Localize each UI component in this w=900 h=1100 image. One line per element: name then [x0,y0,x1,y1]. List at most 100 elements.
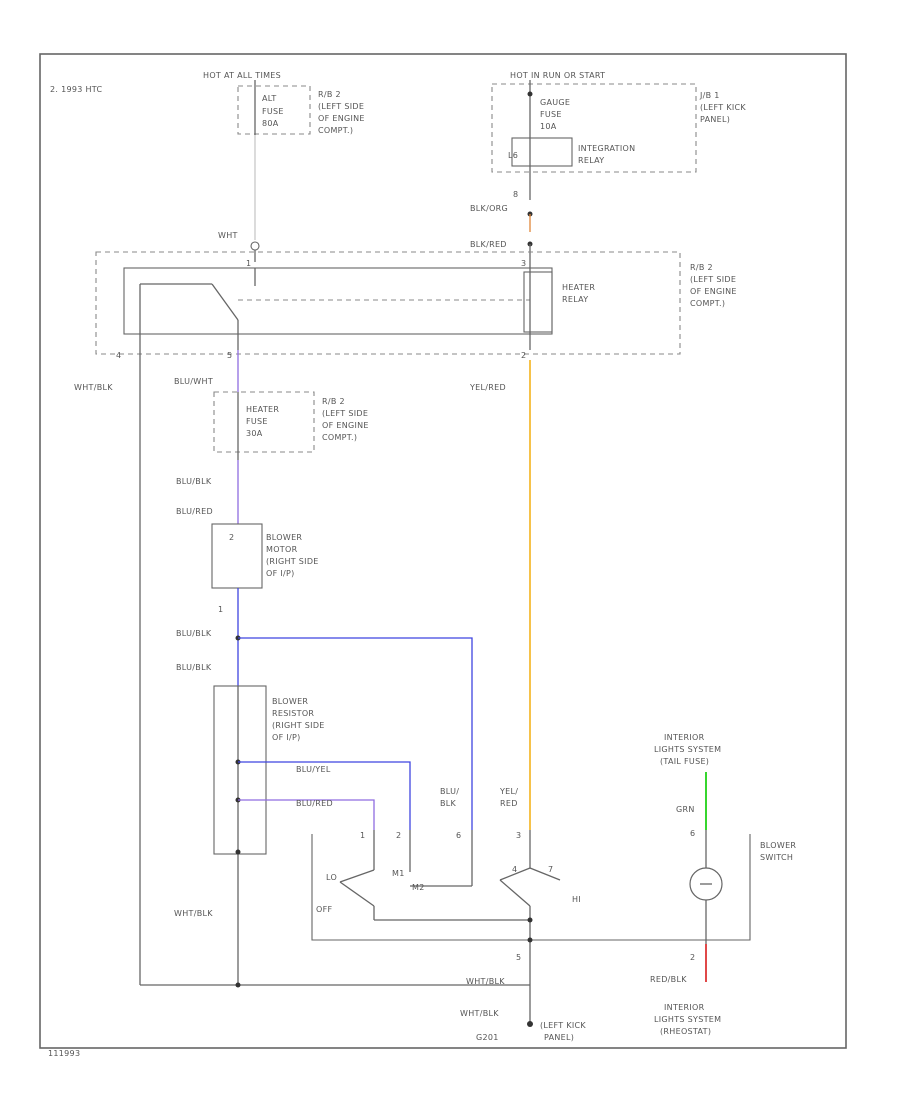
diagram-subtitle: 2. 1993 HTC [50,85,103,94]
ground-group: WHT/BLK WHT/BLK G201 (LEFT KICK PANEL) [460,977,586,1042]
relay-coil [523,271,553,333]
relay-pin-4: 4 [116,351,121,360]
blu-blk-label-3: BLU/BLK [176,663,212,672]
blower-switch-outline [311,834,751,941]
alt-fuse-location-3: OF ENGINE [318,114,365,123]
gauge-fuse-label-1: GAUGE [540,98,570,107]
wht-blk-label-right: WHT/BLK [466,977,505,986]
blower-motor-box [211,523,263,589]
blu-red-label-2: BLU/RED [296,799,333,808]
interior-bottom-label-2: LIGHTS SYSTEM [654,1015,721,1024]
blu-blk-label-2: BLU/BLK [176,629,212,638]
blu-red-label-1: BLU/RED [176,507,213,516]
switch-pos-m1: M1 [392,869,405,878]
heater-fuse-location-4: COMPT.) [322,433,357,442]
alt-fuse-label-2: FUSE [262,107,284,116]
gauge-fuse-group: HOT IN RUN OR START GAUGE FUSE 10A J/B 1… [470,71,746,268]
alt-fuse-label-3: 80A [262,119,279,128]
yel-red-wire-group: YEL/RED YEL/ RED BLU/ BLK [440,360,531,830]
grn-wire-label: GRN [676,805,695,814]
blk-red-label: BLK/RED [470,240,507,249]
diagram-code: 111993 [48,1049,80,1058]
ground-location-1: (LEFT KICK [540,1021,586,1030]
heater-relay-label-1: HEATER [562,283,595,292]
blower-switch-group: BLOWER SWITCH 1 2 6 3 LO M1 M2 OFF HI 4 … [311,830,796,985]
switch-pos-hi: HI [572,895,581,904]
relay-pin-1: 1 [246,259,251,268]
wht-blk-label-mid: WHT/BLK [174,909,213,918]
switch-pin-3: 3 [516,831,521,840]
relay-location-4: COMPT.) [690,299,725,308]
interior-lights-group: INTERIOR LIGHTS SYSTEM (TAIL FUSE) GRN 6… [650,733,723,1036]
alt-fuse-location-1: R/B 2 [318,90,341,99]
blower-resistor-label-4: OF I/P) [272,733,301,742]
blower-switch-label-1: BLOWER [760,841,796,850]
blower-switch-label-2: SWITCH [760,853,793,862]
red-blk-label: RED/BLK [650,975,687,984]
alt-fuse-box [237,85,311,135]
left-ground-wire: WHT/BLK [74,340,530,986]
blower-motor-pin-2: 2 [229,533,234,542]
relay-pin-3: 3 [521,259,526,268]
heater-fuse-label-3: 30A [246,429,263,438]
switch-pin-4: 4 [512,865,517,874]
relay-location-3: OF ENGINE [690,287,737,296]
relay-pin-5: 5 [227,351,232,360]
switch-pin-1: 1 [360,831,365,840]
gauge-fuse-label-3: 10A [540,122,557,131]
blower-motor-pin-1: 1 [218,605,223,614]
interior-bottom-label-3: (RHEOSTAT) [660,1027,711,1036]
blower-resistor-box [213,685,267,855]
blower-motor-label-3: (RIGHT SIDE [266,557,319,566]
heater-relay-label-2: RELAY [562,295,589,304]
heater-fuse-label-2: FUSE [246,417,268,426]
ground-name: G201 [476,1033,499,1042]
blower-resistor-label-2: RESISTOR [272,709,314,718]
alt-fuse-location-4: COMPT.) [318,126,353,135]
blu-yel-label: BLU/YEL [296,765,331,774]
blower-motor-label-2: MOTOR [266,545,298,554]
interior-bottom-label-1: INTERIOR [664,1003,705,1012]
alt-fuse-location-2: (LEFT SIDE [318,102,364,111]
heater-relay-group: HEATER RELAY R/B 2 (LEFT SIDE OF ENGINE … [95,251,737,360]
interior-top-label-1: INTERIOR [664,733,705,742]
wht-wire-label: WHT [218,231,238,240]
relay-location-2: (LEFT SIDE [690,275,736,284]
blower-motor-label-4: OF I/P) [266,569,295,578]
blower-resistor-label-1: BLOWER [272,697,308,706]
relay-outer-box [95,251,681,355]
hot-at-all-times-label: HOT AT ALL TIMES [203,71,281,80]
interior-top-label-2: LIGHTS SYSTEM [654,745,721,754]
wht-blu-label: BLU/WHT [174,377,213,386]
switch-ground-pin: 5 [516,953,521,962]
blower-chain: BLU/WHT HEATER FUSE 30A R/B 2 (LEFT SIDE… [174,350,473,988]
yel-red-split-2: RED [500,799,518,808]
switch-pin-2: 2 [396,831,401,840]
alt-fuse-group: HOT AT ALL TIMES ALT FUSE 80A R/B 2 (LEF… [203,71,365,268]
yel-red-split-1: YEL/ [499,787,518,796]
jb1-location-1: J/B 1 [699,91,720,100]
heater-fuse-location-2: (LEFT SIDE [322,409,368,418]
jb1-location-2: (LEFT KICK [700,103,746,112]
interior-top-label-3: (TAIL FUSE) [660,757,709,766]
wht-blk-label-left: WHT/BLK [74,383,113,392]
jb1-pin-8: 8 [513,190,518,199]
diagram-frame [39,53,847,1049]
relay-inner-box [123,267,553,335]
heater-fuse-location-1: R/B 2 [322,397,345,406]
integration-relay-label-2: RELAY [578,156,605,165]
jb1-box [491,83,697,173]
heater-fuse-location-3: OF ENGINE [322,421,369,430]
blu-blk-label-1: BLU/BLK [176,477,212,486]
hot-in-run-label: HOT IN RUN OR START [510,71,605,80]
jb1-location-3: PANEL) [700,115,730,124]
relay-location-1: R/B 2 [690,263,713,272]
blk-org-label: BLK/ORG [470,204,508,213]
switch-pin-6: 6 [456,831,461,840]
switch-pin-7: 7 [548,865,553,874]
blower-motor-label-1: BLOWER [266,533,302,542]
switch-pos-off: OFF [316,905,332,914]
switch-pos-lo: LO [326,873,337,882]
yel-red-label: YEL/RED [469,383,506,392]
ground-location-2: PANEL) [544,1033,574,1042]
